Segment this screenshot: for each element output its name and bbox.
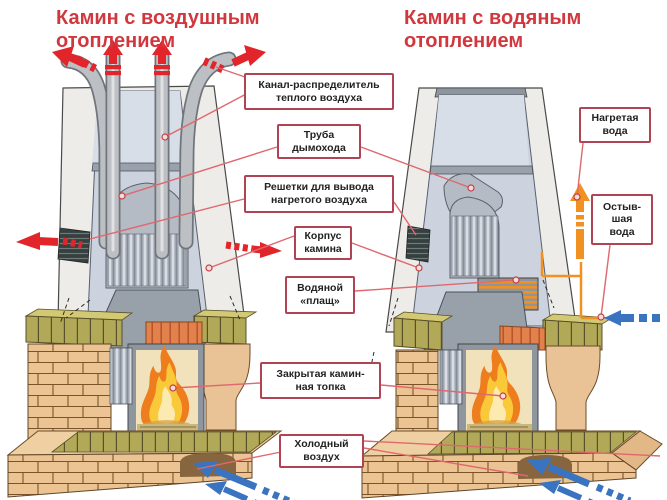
right-fireplace-illustration [360, 87, 663, 499]
label-air-duct: Канал-распределитель теплого воздуха [244, 73, 394, 110]
label-closed-firebox: Закрытая камин- ная топка [260, 362, 381, 399]
label-heated-water: Нагретая вода [579, 107, 651, 143]
label-cold-air: Холодный воздух [279, 434, 364, 468]
title-air-heating: Камин с воздушным отоплением [56, 7, 260, 52]
label-cooled-water: Остыв- шая вода [591, 194, 653, 245]
cold-air-arrows [193, 458, 632, 500]
label-fireplace-body: Корпус камина [294, 226, 352, 260]
leader-lines [89, 66, 661, 477]
label-air-grilles: Решетки для вывода нагретого воздуха [244, 175, 394, 213]
title-water-heating: Камин с водяным отоплением [404, 7, 582, 52]
label-chimney-pipe: Труба дымохода [277, 124, 361, 159]
leader-dots [118, 133, 605, 400]
label-water-jacket: Водяной «плащ» [285, 276, 355, 314]
cooled-water-in-arrow [604, 310, 660, 326]
